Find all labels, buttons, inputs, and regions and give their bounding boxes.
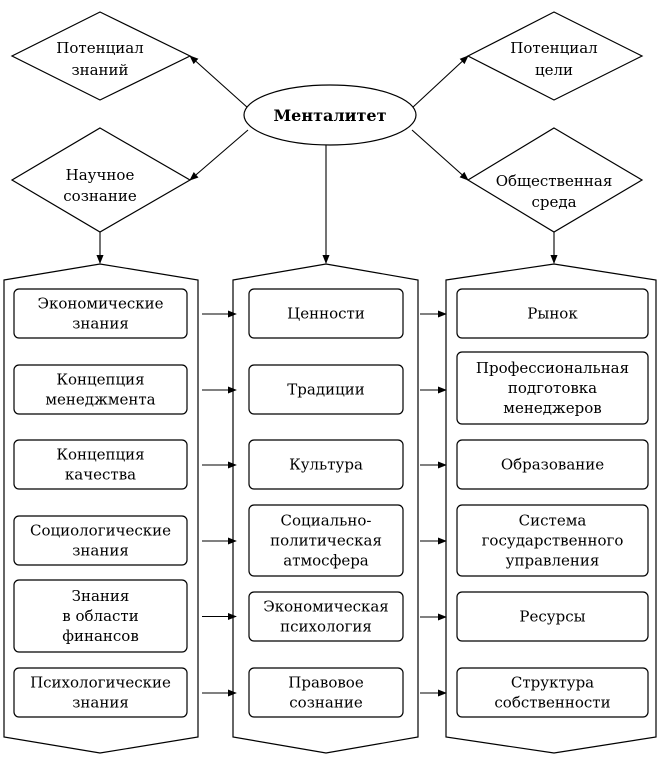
middle-column-box: Экономическая психология	[248, 591, 404, 642]
right-column-box: Структура собственности	[456, 667, 649, 718]
right-column-box: Рынок	[456, 288, 649, 339]
arrow-to-scientific-consciousness	[189, 129, 249, 181]
box-label-line: государственного	[482, 532, 624, 550]
diamond-potential-knowledge: Потенциал знаний	[10, 11, 192, 101]
middle-column-box: Культура	[248, 439, 404, 490]
box-frame	[456, 504, 649, 577]
box-label-line: финансов	[62, 627, 139, 645]
left-column-box: Концепция качества	[13, 439, 188, 490]
box-label-line: Социологические	[30, 522, 171, 540]
box-label-line: атмосфера	[283, 552, 369, 570]
box-label-line: Экономическая	[263, 598, 389, 616]
right-column-box: Ресурсы	[456, 591, 649, 642]
diamond-potential-goal: Потенциал цели	[466, 11, 644, 101]
middle-column-box: Правовое сознание	[248, 667, 404, 718]
left-column-box: Социологические знания	[13, 515, 188, 566]
box-label-line: подготовка	[508, 379, 597, 397]
box-label-line: Концепция	[56, 371, 144, 389]
diamond-scientific-consciousness: Научное сознание	[10, 127, 192, 233]
middle-column-box: Ценности	[248, 288, 404, 339]
box-label-line: сознание	[289, 694, 363, 712]
diamond-label-line: Потенциал	[56, 39, 143, 57]
box-frame	[456, 439, 649, 490]
diamond-label-line: Научное	[66, 166, 135, 184]
box-frame	[248, 288, 404, 339]
box-frame	[456, 351, 649, 425]
box-frame	[248, 439, 404, 490]
box-frame	[456, 591, 649, 642]
box-label-line: Структура	[511, 674, 594, 692]
box-frame	[248, 364, 404, 415]
diamond-label-line: цели	[535, 61, 573, 79]
box-label-line: Ресурсы	[519, 608, 585, 626]
box-label-line: Концепция	[56, 446, 144, 464]
diamond-label-line: Общественная	[496, 172, 613, 190]
box-label-line: Социально-	[281, 512, 372, 530]
box-label-line: качества	[65, 466, 136, 484]
left-column-box: Концепция менеджмента	[13, 364, 188, 415]
box-label-line: знания	[72, 694, 129, 712]
box-label-line: психология	[280, 618, 372, 636]
box-label-line: Традиции	[287, 381, 364, 399]
box-label-line: менеджеров	[503, 399, 601, 417]
left-column-box: Психологические знания	[13, 667, 188, 718]
box-label-line: в области	[62, 607, 138, 625]
box-label-line: политическая	[270, 532, 382, 550]
diamond-label-line: Потенциал	[510, 39, 597, 57]
left-column-box: Знания в области финансов	[13, 579, 188, 653]
box-label-line: знания	[72, 542, 129, 560]
column-boxes: ЭкономическиезнанияКонцепцияменеджментаК…	[13, 288, 649, 718]
right-column-box: Профессиональная подготовка менеджеров	[456, 351, 649, 425]
left-column-box: Экономические знания	[13, 288, 188, 339]
box-label-line: Образование	[501, 456, 604, 474]
box-label-line: Знания	[72, 587, 130, 605]
box-frame	[248, 591, 404, 642]
arrow-to-potential-goal	[411, 55, 469, 109]
right-column-box: Образование	[456, 439, 649, 490]
middle-column-box: Социально-политическая атмосфера	[248, 504, 404, 577]
box-label-line: Рынок	[527, 305, 578, 323]
box-label-line: управления	[506, 552, 600, 570]
box-label-line: Правовое	[288, 674, 364, 692]
box-frame	[456, 288, 649, 339]
box-label-line: знания	[72, 315, 129, 333]
arrow-to-potential-knowledge	[189, 55, 249, 109]
box-frame	[248, 667, 404, 718]
diamond-label-line: знаний	[71, 61, 128, 79]
box-frame	[456, 667, 649, 718]
box-frame	[13, 288, 188, 339]
box-frame	[13, 515, 188, 566]
box-label-line: Экономические	[37, 295, 163, 313]
box-frame	[13, 364, 188, 415]
box-label-line: менеджмента	[45, 391, 155, 409]
box-label-line: Культура	[289, 456, 363, 474]
box-label-line: Система	[519, 512, 587, 530]
middle-column-box: Традиции	[248, 364, 404, 415]
right-column-box: Система государственного управления	[456, 504, 649, 577]
diamond-label-line: среда	[531, 193, 576, 211]
box-label-line: Ценности	[287, 305, 365, 323]
center-node: Менталитет	[243, 84, 417, 146]
arrow-to-social-environment	[411, 129, 469, 181]
diamond-social-environment: Общественная среда	[466, 127, 644, 233]
box-frame	[248, 504, 404, 577]
box-label-line: Профессиональная	[476, 359, 629, 377]
box-label-line: Психологические	[30, 674, 171, 692]
box-label-line: собственности	[494, 694, 610, 712]
box-frame	[13, 667, 188, 718]
center-label: Менталитет	[273, 106, 386, 125]
diamond-label-line: сознание	[63, 187, 137, 205]
box-frame	[13, 439, 188, 490]
box-frame	[13, 579, 188, 653]
